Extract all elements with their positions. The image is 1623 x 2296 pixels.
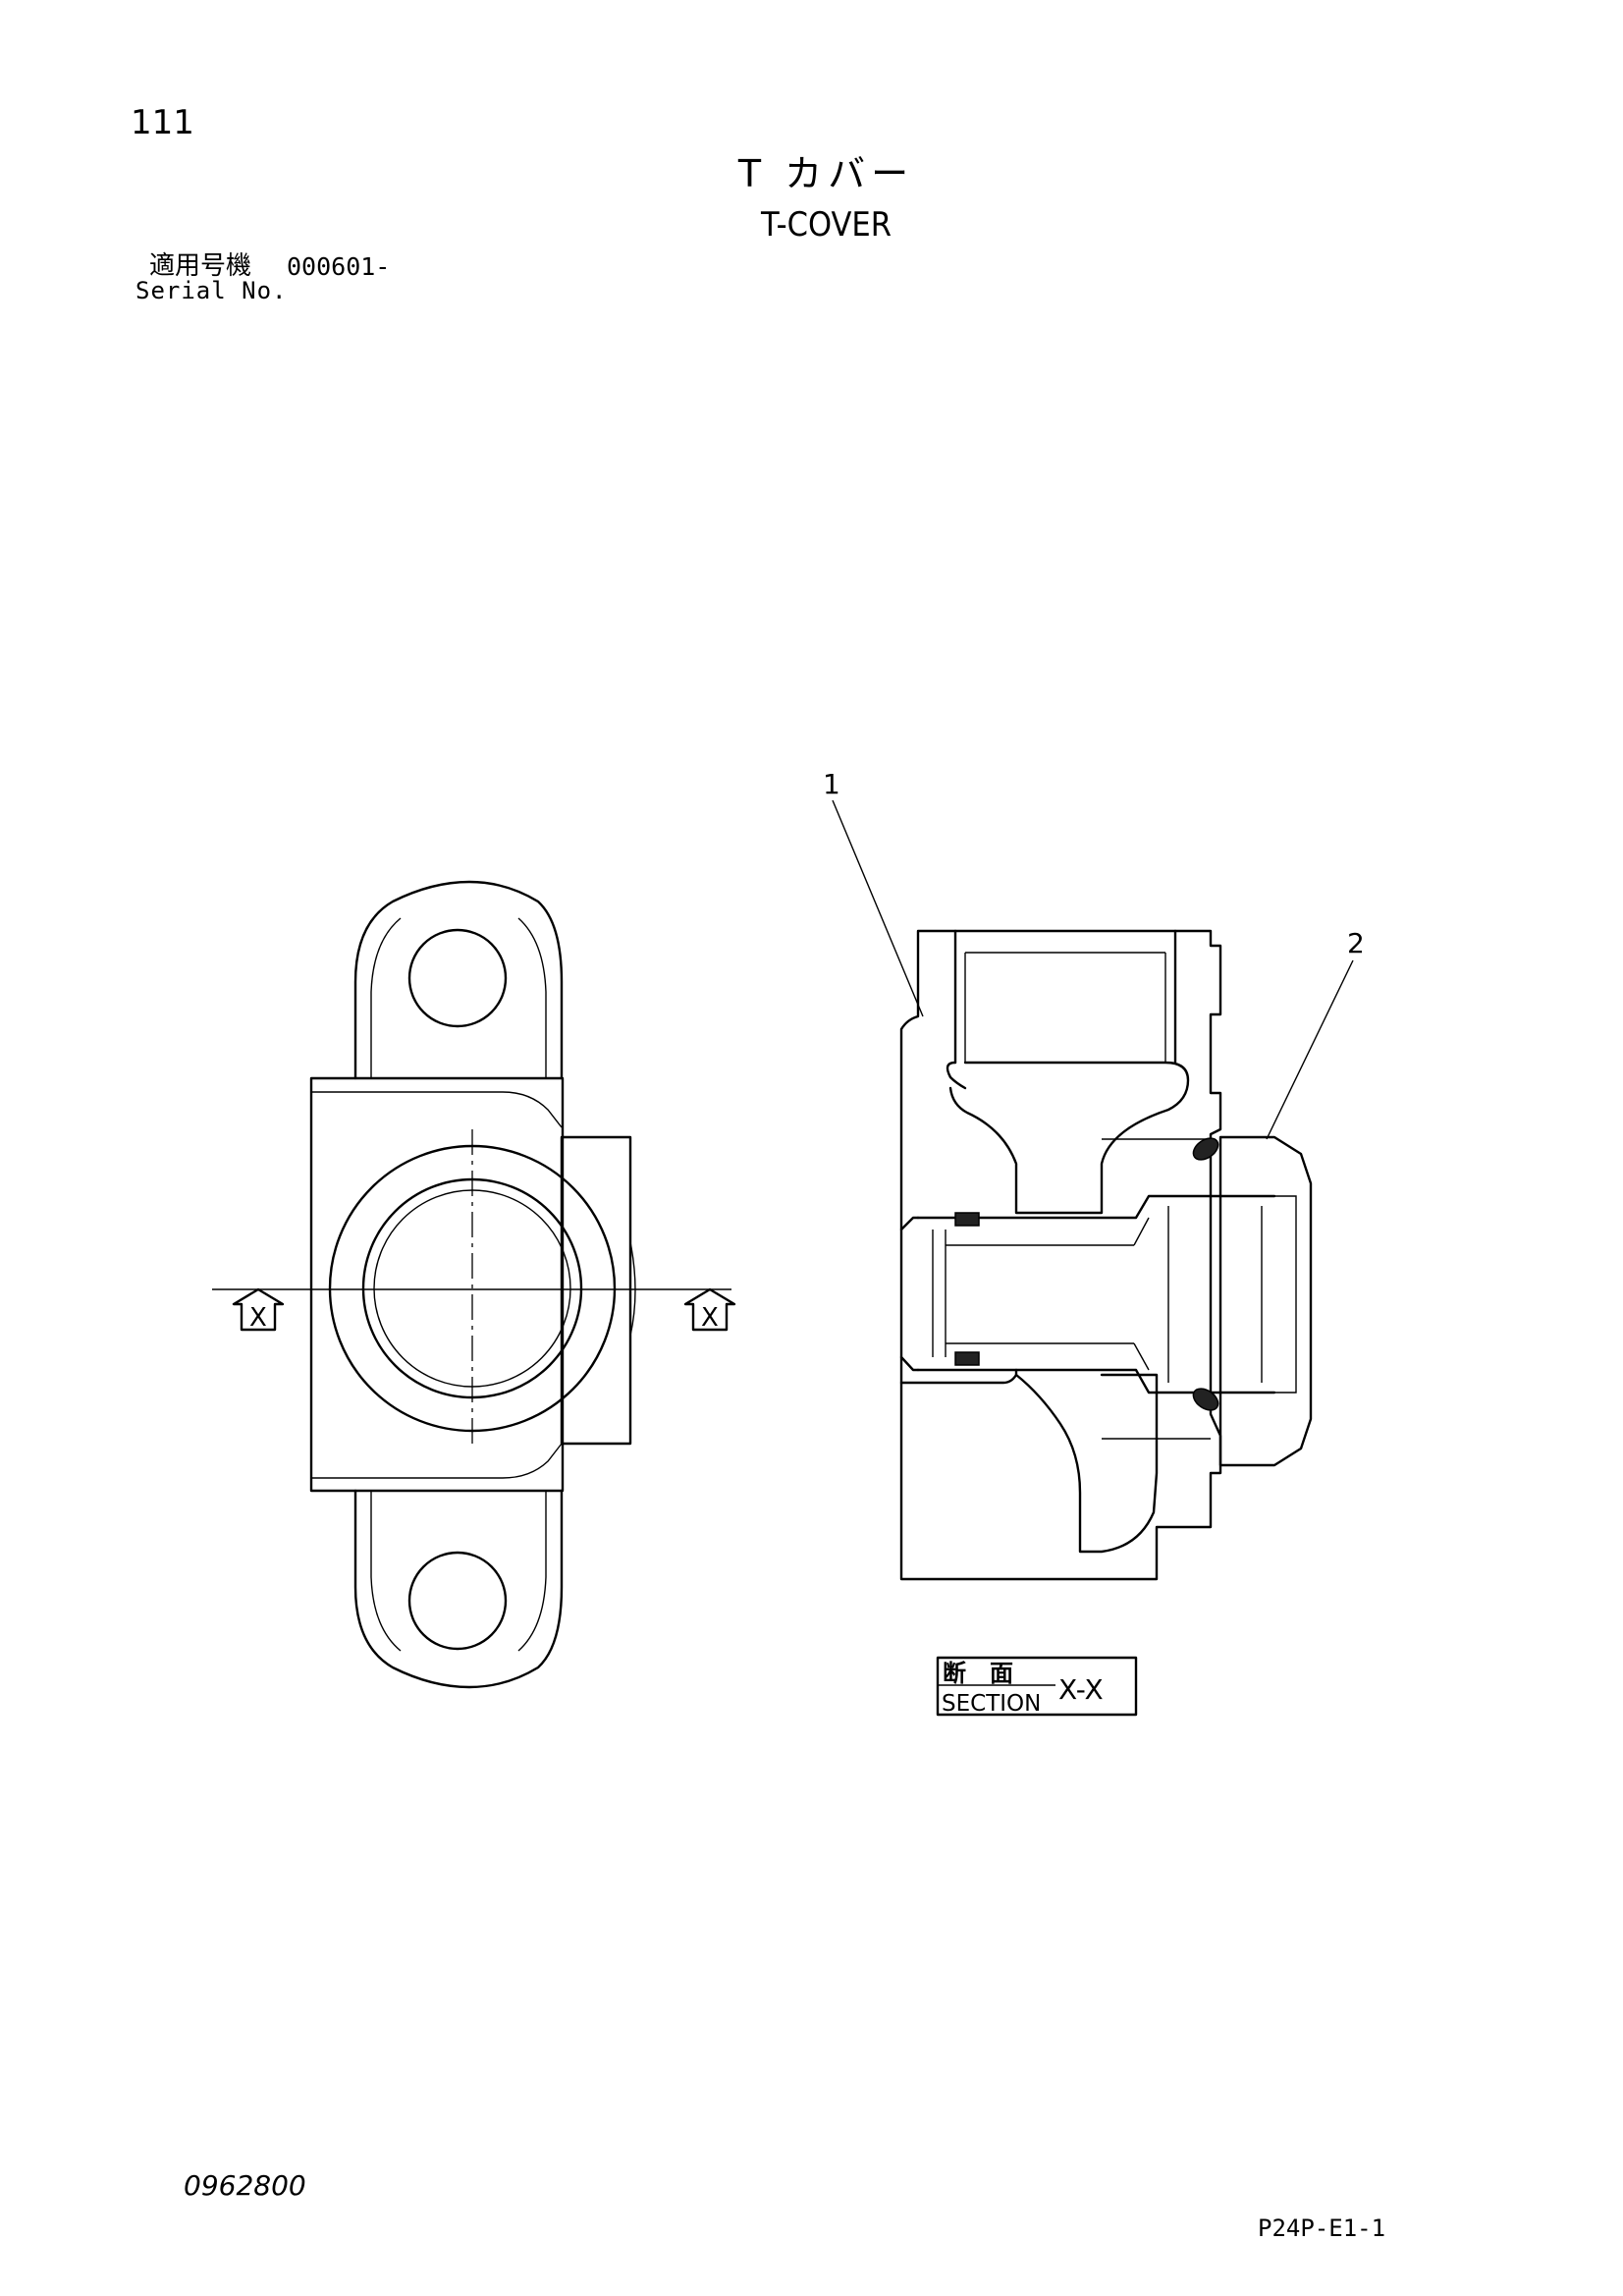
page-number: 111 [131, 103, 194, 142]
callout-1: 1 [823, 768, 840, 800]
side-boss [560, 1135, 632, 1446]
serial-number-value: 000601- [287, 252, 391, 281]
callout-leader-2 [1266, 959, 1354, 1140]
body-outline [309, 1076, 565, 1493]
section-label-id: X-X [1058, 1673, 1104, 1706]
svg-text:X: X [249, 1303, 267, 1333]
section-arrow-left: X [232, 1287, 285, 1333]
inner-o-ring-bottom [954, 1351, 980, 1366]
housing-outline [899, 929, 1222, 1581]
section-label-jp: 断 面 [943, 1660, 1013, 1687]
front-view: X X [212, 880, 736, 1689]
nut-o-ring-top [1192, 1137, 1219, 1161]
top-bolt-hole [407, 928, 508, 1028]
section-arrow-right: X [683, 1287, 736, 1333]
internal-passage [948, 1061, 1190, 1215]
bottom-mounting-ear [353, 1489, 564, 1689]
plug-nut [1218, 1135, 1313, 1467]
callout-2: 2 [1347, 927, 1365, 959]
serial-label-japanese: 適用号機 [149, 251, 252, 281]
section-label-box: 断 面 SECTION X-X [936, 1656, 1138, 1717]
nut-o-ring-bottom [1192, 1388, 1219, 1411]
section-label-en: SECTION [942, 1691, 1041, 1717]
serial-label-english: Serial No. [135, 277, 288, 304]
title-english: T-COVER [761, 205, 892, 245]
document-number: 0962800 [184, 2169, 306, 2202]
page-code: P24P-E1-1 [1258, 2214, 1386, 2242]
section-view: 1 2 [823, 768, 1365, 1581]
top-mounting-ear [353, 880, 564, 1080]
callout-leader-1 [832, 799, 924, 1017]
svg-text:X: X [701, 1303, 719, 1333]
inner-o-ring-top [954, 1212, 980, 1227]
bottom-bolt-hole [407, 1551, 508, 1651]
title-japanese: T カバー [737, 152, 915, 195]
lower-passage [1014, 1373, 1159, 1554]
